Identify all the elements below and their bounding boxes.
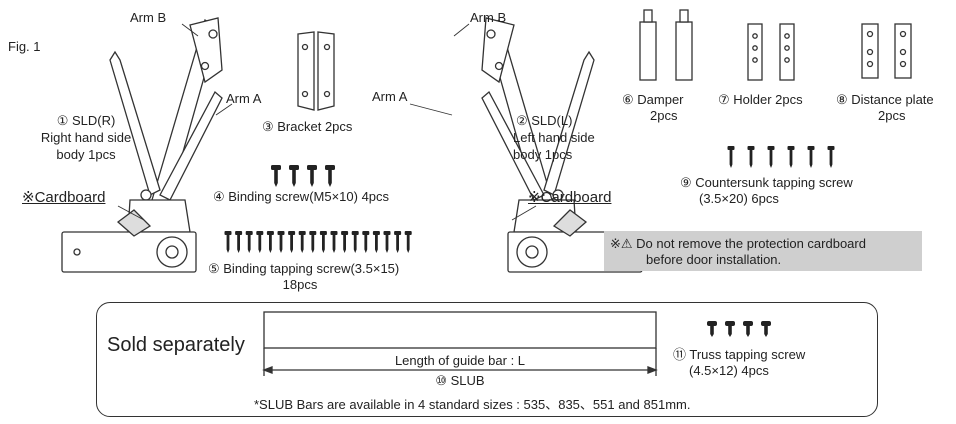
- warning-box: ※⚠ Do not remove the protection cardboar…: [604, 231, 922, 271]
- sold-separately-title: Sold separately: [107, 334, 245, 356]
- tapping-screw: [341, 231, 349, 253]
- tapping-screw: [372, 231, 380, 253]
- tapping-screw: [245, 231, 253, 253]
- tapping-screw: [277, 231, 285, 253]
- binding-tapping-screw-drawing: [224, 231, 412, 253]
- tapping-screw: [362, 231, 370, 253]
- leader-lines: [117, 23, 537, 221]
- bracket-label: ③ Bracket 2pcs: [262, 119, 353, 134]
- countersunk-screw-label: ⑨ Countersunk tapping screw: [680, 175, 853, 190]
- sld-l-qty: body 1pcs: [513, 147, 573, 162]
- warning-line-1: ※⚠ Do not remove the protection cardboar…: [610, 236, 866, 251]
- holder-drawing: [747, 23, 795, 81]
- warning-line-2: before door installation.: [646, 252, 782, 267]
- sld-l-arm-a-label: Arm A: [372, 89, 408, 104]
- slub-sizes-note: *SLUB Bars are available in 4 standard s…: [254, 397, 691, 412]
- truss-screw-label: ⑪ Truss tapping screw: [673, 347, 806, 362]
- binding-screw-drawing: [271, 165, 335, 187]
- sld-r-arm-b-label: Arm B: [130, 10, 167, 25]
- binding-tapping-screw-label: ⑤ Binding tapping screw(3.5×15): [208, 261, 400, 276]
- tapping-screw: [266, 231, 274, 253]
- tapping-screw: [309, 231, 317, 253]
- damper-qty: 2pcs: [650, 108, 678, 123]
- tapping-screw: [330, 231, 338, 253]
- sld-l-desc: Left hand side: [513, 130, 595, 145]
- truss-screw-qty: (4.5×12) 4pcs: [689, 363, 769, 378]
- tapping-screw: [404, 231, 412, 253]
- sld-l-arm-b-label: Arm B: [470, 10, 507, 25]
- sld-r-desc: Right hand side: [40, 130, 132, 145]
- tapping-screw: [224, 231, 232, 253]
- tapping-screw: [319, 231, 327, 253]
- sld-r-body-drawing: [61, 17, 223, 273]
- distance-plate-drawing: [861, 23, 912, 79]
- binding-tapping-screw-qty: 18pcs: [282, 277, 318, 292]
- damper-label: ⑥ Damper: [622, 92, 684, 107]
- sld-r-qty: body 1pcs: [56, 147, 116, 162]
- sld-r-arm-a-label: Arm A: [226, 91, 262, 106]
- slub-label: ⑩ SLUB: [435, 373, 485, 388]
- distance-plate-label: ⑧ Distance plate: [836, 92, 934, 107]
- tapping-screw: [256, 231, 264, 253]
- tapping-screw: [351, 231, 359, 253]
- countersunk-screw-drawing: [727, 146, 835, 168]
- sld-l-title: ② SLD(L): [516, 113, 573, 128]
- binding-screw-label: ④ Binding screw(M5×10) 4pcs: [213, 189, 390, 204]
- tapping-screw: [383, 231, 391, 253]
- sld-r-title: ① SLD(R): [56, 113, 116, 128]
- sld-l-cardboard-label: ※Cardboard: [528, 189, 612, 206]
- tapping-screw: [288, 231, 296, 253]
- tapping-screw: [394, 231, 402, 253]
- countersunk-screw-qty: (3.5×20) 6pcs: [699, 191, 779, 206]
- sld-r-cardboard-label: ※Cardboard: [22, 189, 106, 206]
- tapping-screw: [235, 231, 243, 253]
- damper-drawing: [639, 9, 693, 81]
- figure-label: Fig. 1: [8, 39, 41, 54]
- sold-separately-box: [96, 302, 878, 417]
- guide-bar-length-label: Length of guide bar : L: [360, 353, 560, 368]
- distance-plate-qty: 2pcs: [878, 108, 906, 123]
- tapping-screw: [298, 231, 306, 253]
- slub-bar-drawing: [262, 311, 658, 376]
- bracket-drawing: [297, 31, 335, 111]
- holder-label: ⑦ Holder 2pcs: [718, 92, 803, 107]
